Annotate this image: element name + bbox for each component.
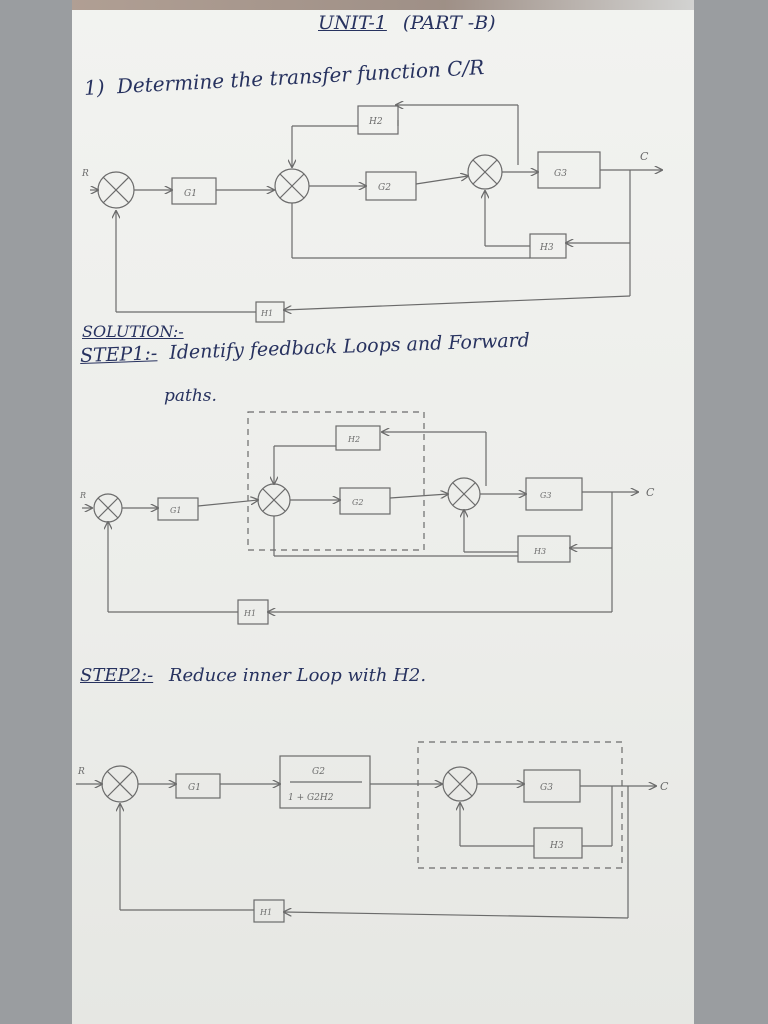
d2-summing-junction-1: [93, 493, 123, 523]
d3-summing-junction-1: [101, 765, 139, 803]
d1-summing-junction-2: [274, 168, 310, 204]
d2-inner-loop-box: [247, 411, 425, 551]
d2-input-r: R: [79, 491, 86, 500]
d1-output-c: C: [640, 150, 649, 163]
d2-block-g3: [525, 477, 583, 511]
d1-input-r: R: [81, 169, 89, 179]
d1-h1-label: H1: [260, 309, 273, 318]
d2-summing-junction-3: [447, 477, 481, 511]
step2-line: STEP2:- Reduce inner Loop with H2.: [80, 665, 426, 686]
d2-g1-label: G1: [170, 506, 181, 515]
d1-g1-label: G1: [184, 189, 197, 199]
d2-h1-label: H1: [243, 609, 256, 618]
d1-g2-label: G2: [378, 183, 391, 193]
d3-block-g1: [175, 773, 221, 799]
d1-block-g3: [537, 151, 601, 189]
d2-block-g1: [157, 497, 199, 521]
block-diagrams: R G1 G2 G3: [76, 0, 669, 923]
d3-h1-label: H1: [259, 908, 272, 917]
d1-summing-junction-3: [467, 154, 503, 190]
notebook-page: UNIT-1 (PART -B) 1) Determine the transf…: [72, 0, 694, 1024]
d1-block-g2: [365, 171, 417, 201]
d2-output-c: C: [646, 486, 655, 499]
d3-output-c: C: [660, 780, 669, 793]
d1-summing-junction-1: [97, 171, 135, 209]
d3-block-h1: [253, 899, 285, 923]
d3-g1-label: G1: [188, 783, 201, 793]
d1-h2-label: H2: [368, 117, 383, 127]
d2-block-h3: [517, 535, 571, 563]
d3-reduced-numerator: G2: [312, 767, 325, 777]
d2-h3-label: H3: [533, 547, 546, 556]
d3-block-reduced: [279, 755, 371, 809]
step2-label: STEP2:-: [80, 665, 154, 686]
part-label: (PART -B): [402, 12, 496, 34]
diagram-step2: R G1 G2 1 + G2H2 G3 C: [76, 741, 669, 923]
d2-summing-junction-2: [257, 483, 291, 517]
step2-text: Reduce inner Loop with H2.: [168, 665, 427, 686]
unit-heading: UNIT-1 (PART -B): [318, 12, 496, 34]
d2-block-g2: [339, 487, 391, 515]
d1-block-g1: [171, 177, 217, 205]
diagram-original: R G1 G2 G3: [81, 105, 662, 323]
d3-block-h3: [533, 827, 583, 859]
d2-g2-label: G2: [352, 498, 363, 507]
solution-label: SOLUTION:-: [82, 322, 184, 341]
unit-label: UNIT-1: [318, 12, 387, 34]
d3-h3-label: H3: [549, 841, 564, 851]
d3-inner-loop-box: [417, 741, 623, 869]
d2-h2-label: H2: [347, 435, 360, 444]
d3-summing-junction-2: [442, 766, 478, 802]
d3-g3-label: G3: [540, 783, 553, 793]
d3-reduced-denominator: 1 + G2H2: [288, 793, 334, 803]
d3-input-r: R: [77, 767, 85, 777]
d2-g3-label: G3: [540, 491, 551, 500]
d1-h3-label: H3: [539, 243, 554, 253]
d1-g3-label: G3: [554, 169, 567, 179]
d2-block-h2: [335, 425, 381, 451]
step1-text-continued: paths.: [164, 386, 217, 406]
page-top-edge: [72, 0, 694, 10]
diagram-step1: R G1 G2 G3 C: [79, 411, 655, 625]
